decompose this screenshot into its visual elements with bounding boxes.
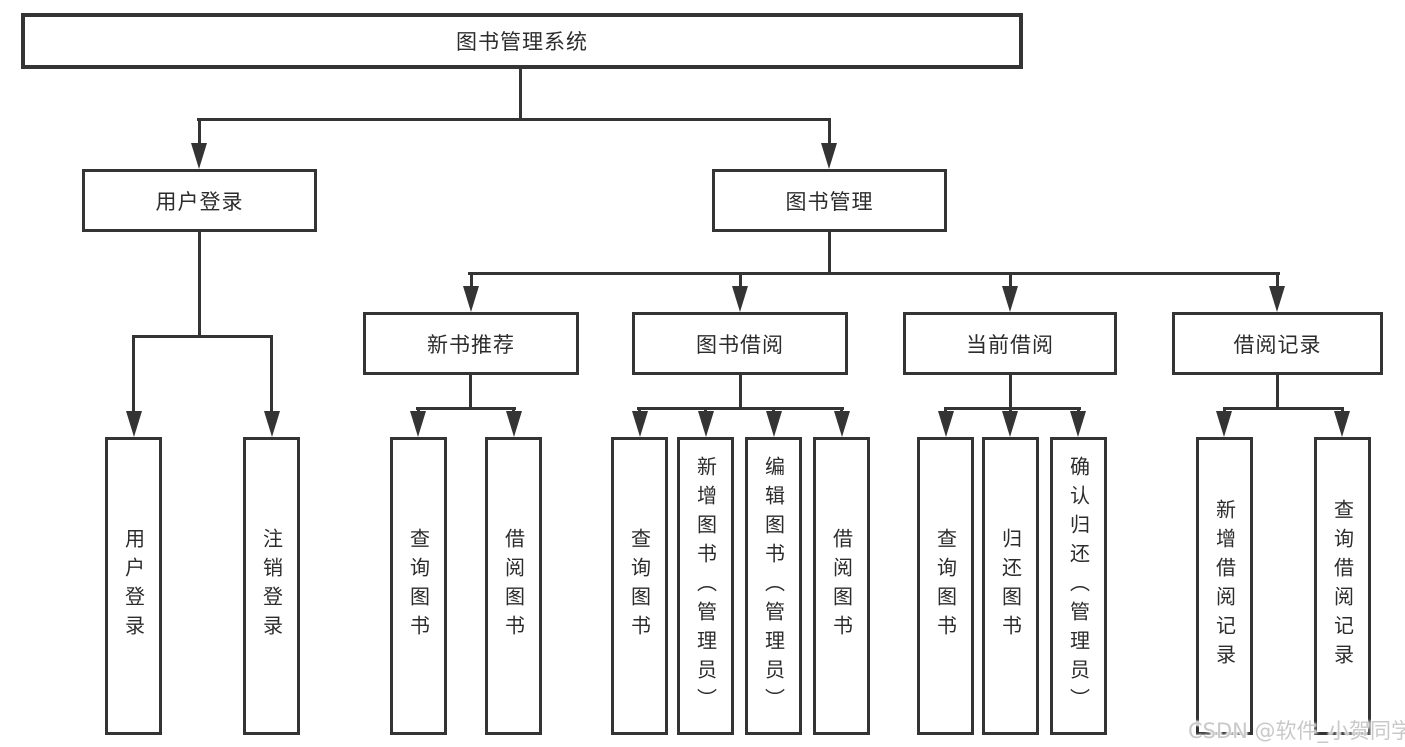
connector-arrow-shaft bbox=[828, 118, 831, 146]
connector-arrow-shaft bbox=[270, 335, 273, 413]
arrow-down-icon bbox=[821, 143, 837, 169]
arrow-down-icon bbox=[1269, 286, 1285, 312]
connector-group-stem bbox=[1009, 375, 1012, 407]
connector-group-split bbox=[944, 407, 1081, 410]
csdn-watermark: CSDN @软件_小贺同学 bbox=[1188, 719, 1405, 743]
arrow-down-icon bbox=[126, 411, 142, 437]
arrow-down-icon bbox=[1002, 286, 1018, 312]
leaf-query-books-current: 查询图书 bbox=[917, 437, 974, 735]
leaf-query-books-borrow-label: 查询图书 bbox=[627, 528, 652, 644]
leaf-borrow-books-label: 借阅图书 bbox=[829, 528, 854, 644]
arrow-down-icon bbox=[938, 411, 954, 437]
leaf-borrow-books: 借阅图书 bbox=[813, 437, 870, 735]
arrow-down-icon bbox=[834, 411, 850, 437]
node-book-management-label: 图书管理 bbox=[785, 189, 874, 214]
leaf-borrow-books-recommend: 借阅图书 bbox=[485, 437, 542, 735]
arrow-down-icon bbox=[264, 411, 280, 437]
arrow-down-icon bbox=[463, 286, 479, 312]
arrow-down-icon bbox=[698, 411, 714, 437]
connector-group-split bbox=[637, 407, 844, 410]
connector-arrow-shaft bbox=[470, 272, 473, 288]
connector-arrow-shaft bbox=[739, 272, 742, 288]
leaf-edit-book-admin: 编辑图书（管理员） bbox=[745, 437, 802, 735]
leaf-add-borrow-record-label: 新增借阅记录 bbox=[1212, 499, 1237, 673]
arrow-down-icon bbox=[1002, 411, 1018, 437]
leaf-return-books: 归还图书 bbox=[982, 437, 1039, 735]
arrow-down-icon bbox=[766, 411, 782, 437]
leaf-query-books-current-label: 查询图书 bbox=[933, 528, 958, 644]
connector-arrow-shaft bbox=[198, 118, 201, 146]
connector-book-management-stem bbox=[828, 232, 831, 272]
leaf-return-books-label: 归还图书 bbox=[998, 528, 1023, 644]
leaf-add-book-admin-label: 新增图书（管理员） bbox=[693, 455, 718, 717]
node-library-system: 图书管理系统 bbox=[21, 13, 1023, 69]
leaf-edit-book-admin-label: 编辑图书（管理员） bbox=[761, 455, 786, 717]
connector-root-split bbox=[197, 118, 831, 121]
arrow-down-icon bbox=[410, 411, 426, 437]
leaf-add-book-admin: 新增图书（管理员） bbox=[677, 437, 734, 735]
node-current-borrow-label: 当前借阅 bbox=[966, 332, 1054, 357]
connector-root-stem bbox=[519, 69, 522, 118]
leaf-user-login-label: 用户登录 bbox=[121, 528, 146, 644]
node-user-login-label: 用户登录 bbox=[155, 189, 244, 214]
connector-arrow-shaft bbox=[132, 335, 135, 413]
connector-user-login-stem bbox=[198, 232, 201, 335]
node-borrow-records: 借阅记录 bbox=[1172, 312, 1383, 375]
node-book-borrow: 图书借阅 bbox=[632, 312, 848, 375]
arrow-down-icon bbox=[506, 411, 522, 437]
leaf-confirm-return-admin: 确认归还（管理员） bbox=[1050, 437, 1107, 735]
node-current-borrow: 当前借阅 bbox=[903, 312, 1117, 375]
connector-group-stem bbox=[739, 375, 742, 407]
node-book-borrow-label: 图书借阅 bbox=[696, 332, 784, 357]
arrow-down-icon bbox=[1070, 411, 1086, 437]
leaf-query-borrow-record-label: 查询借阅记录 bbox=[1330, 499, 1355, 673]
leaf-query-books-recommend: 查询图书 bbox=[390, 437, 447, 735]
connector-arrow-shaft bbox=[1276, 272, 1279, 288]
connector-group-stem bbox=[1276, 375, 1279, 407]
node-user-login: 用户登录 bbox=[82, 169, 317, 232]
connector-book-management-split bbox=[468, 272, 1280, 275]
arrow-down-icon bbox=[732, 286, 748, 312]
arrow-down-icon bbox=[1216, 411, 1232, 437]
leaf-query-books-recommend-label: 查询图书 bbox=[406, 528, 431, 644]
leaf-borrow-books-recommend-label: 借阅图书 bbox=[501, 528, 526, 644]
node-book-management: 图书管理 bbox=[712, 169, 947, 232]
arrow-down-icon bbox=[1334, 411, 1350, 437]
arrow-down-icon bbox=[191, 143, 207, 169]
leaf-query-borrow-record: 查询借阅记录 bbox=[1314, 437, 1371, 735]
leaf-logout-label: 注销登录 bbox=[259, 528, 284, 644]
connector-user-login-split bbox=[132, 335, 273, 338]
leaf-query-books-borrow: 查询图书 bbox=[611, 437, 668, 735]
arrow-down-icon bbox=[632, 411, 648, 437]
connector-group-split bbox=[1223, 407, 1344, 410]
leaf-add-borrow-record: 新增借阅记录 bbox=[1196, 437, 1253, 735]
node-library-system-label: 图书管理系统 bbox=[456, 30, 588, 54]
connector-arrow-shaft bbox=[1009, 272, 1012, 288]
leaf-user-login: 用户登录 bbox=[105, 437, 162, 735]
connector-group-split bbox=[416, 407, 516, 410]
connector-group-stem bbox=[469, 375, 472, 407]
node-new-book-recommend-label: 新书推荐 bbox=[427, 332, 515, 357]
node-new-book-recommend: 新书推荐 bbox=[363, 312, 579, 375]
leaf-logout: 注销登录 bbox=[243, 437, 300, 735]
leaf-confirm-return-admin-label: 确认归还（管理员） bbox=[1066, 455, 1091, 717]
node-borrow-records-label: 借阅记录 bbox=[1233, 332, 1322, 357]
